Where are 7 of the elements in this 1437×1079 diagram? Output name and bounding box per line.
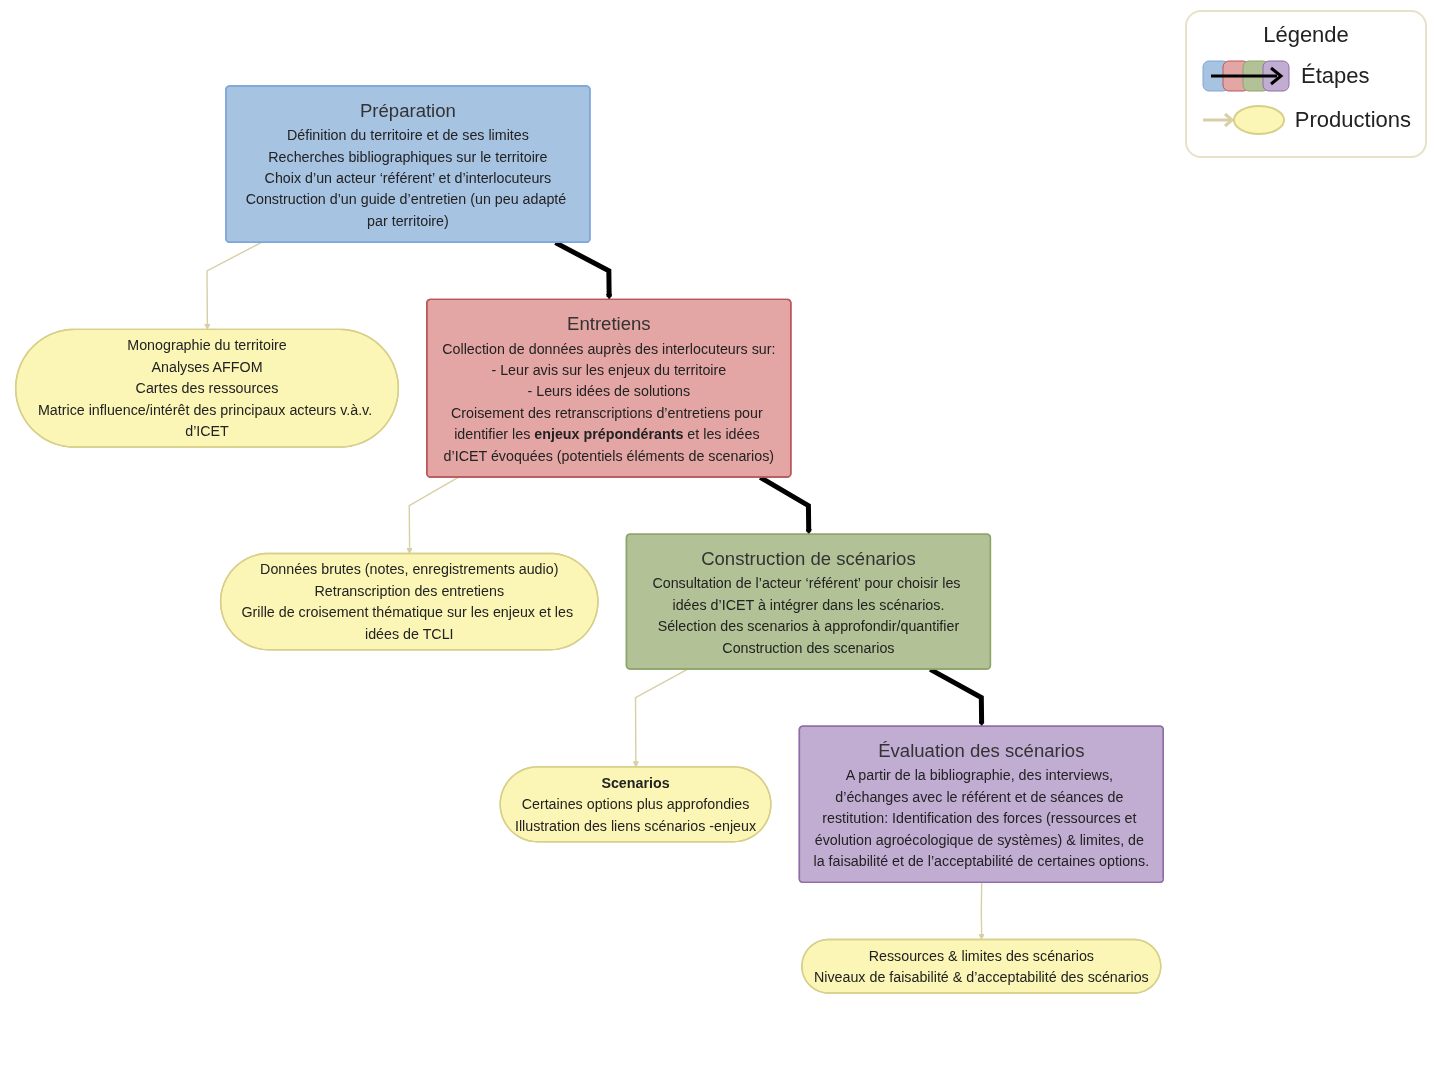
arrow bbox=[632, 668, 688, 768]
arrow bbox=[406, 476, 459, 555]
legend-title: Légende bbox=[1262, 22, 1350, 48]
legend-label: Étapes bbox=[1301, 63, 1370, 89]
arrow bbox=[204, 241, 262, 330]
arrow bbox=[978, 882, 985, 941]
legend-label: Productions bbox=[1294, 107, 1411, 133]
